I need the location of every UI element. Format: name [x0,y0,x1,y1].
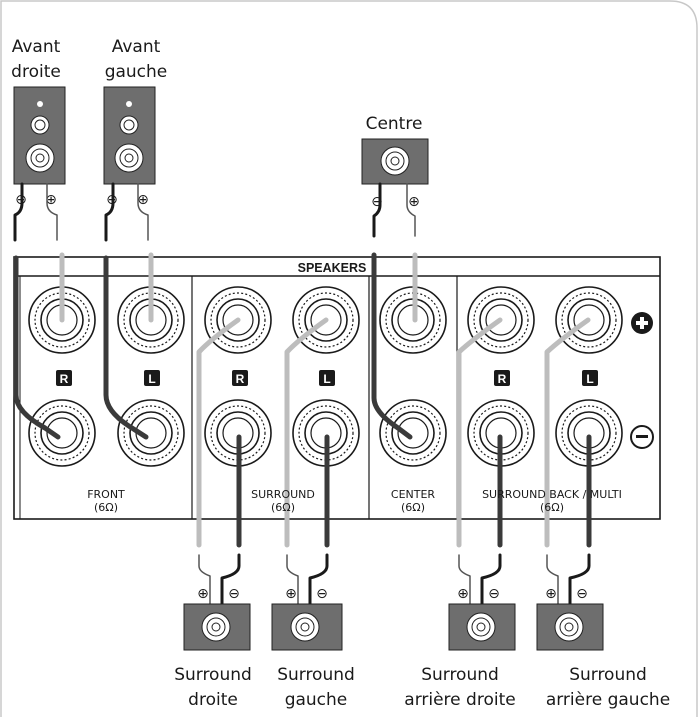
center-negative-terminal [379,399,447,467]
surround-back-left-minus-mark: ⊖ [576,586,588,602]
front-right-speaker [13,86,66,185]
center-group-impedance: (6Ω) [401,501,425,514]
panel-header: SPEAKERS [298,261,367,275]
svg-text:R: R [236,372,245,386]
surround-back-left-label-line2: arrière gauche [546,690,670,710]
surround-back-left-plus-mark: ⊕ [545,586,557,602]
surround-right-label-line1: Surround [174,665,252,685]
front-right-label-line1: Avant [12,37,61,57]
surround-right-minus-mark: ⊖ [228,586,240,602]
surround-l-negative-terminal [292,399,360,467]
front-group-impedance: (6Ω) [94,501,118,514]
center-group-label: CENTER [391,488,436,501]
surround-back-right-plus-mark: ⊕ [457,586,469,602]
surround-left-label-line1: Surround [277,665,355,685]
svg-text:L: L [323,372,330,386]
front-left-label-line2: gauche [105,62,168,82]
front-group-label: FRONT [87,488,125,501]
surround-left-label-line2: gauche [285,690,348,710]
surround-right-label-line2: droite [188,690,238,710]
center-label: Centre [366,114,423,134]
center-speaker [361,138,429,185]
surround-back-left-speaker [536,603,604,651]
svg-text:R: R [498,372,507,386]
panel-minus-icon [630,425,654,449]
surround-back-right-label-line2: arrière droite [404,690,515,710]
front-left-speaker [103,86,156,185]
surround-back-right-minus-mark: ⊖ [488,586,500,602]
svg-text:R: R [60,372,69,386]
panel-plus-icon [631,312,653,334]
wires [13,182,592,606]
surround-left-speaker [271,603,343,651]
surround-back-l-badge: L [582,370,598,386]
surround-left-plus-mark: ⊕ [285,586,297,602]
surround-back-r-negative-terminal [467,399,535,467]
front-l-negative-terminal [117,399,185,467]
surround-back-l-positive-terminal [555,286,623,354]
surround-back-right-label-line1: Surround [421,665,499,685]
surround-back-group-impedance: (6Ω) [540,501,564,514]
front-r-negative-terminal [28,399,96,467]
front-l-badge: L [144,370,160,386]
surround-back-r-badge: R [494,370,510,386]
surround-right-plus-mark: ⊕ [197,586,209,602]
surround-group-impedance: (6Ω) [271,501,295,514]
surround-r-badge: R [232,370,248,386]
front-left-label-line1: Avant [112,37,161,57]
surround-back-group-label: SURROUND BACK / MULTI [482,488,622,501]
surround-r-negative-terminal [204,399,272,467]
surround-back-l-negative-terminal [555,399,623,467]
center-plus-mark: ⊕ [408,194,420,210]
surround-left-minus-mark: ⊖ [316,586,328,602]
surround-group-label: SURROUND [251,488,315,501]
front-left-plus-mark: ⊕ [137,192,149,208]
surround-back-left-label-line1: Surround [569,665,647,685]
svg-text:L: L [586,372,593,386]
center-minus-mark: ⊖ [371,194,383,210]
surround-back-right-speaker [448,603,516,651]
front-right-label-line2: droite [11,62,61,82]
front-r-badge: R [56,370,72,386]
surround-l-badge: L [319,370,335,386]
surround-right-speaker [183,603,251,651]
svg-text:L: L [148,372,155,386]
front-right-plus-mark: ⊕ [45,192,57,208]
